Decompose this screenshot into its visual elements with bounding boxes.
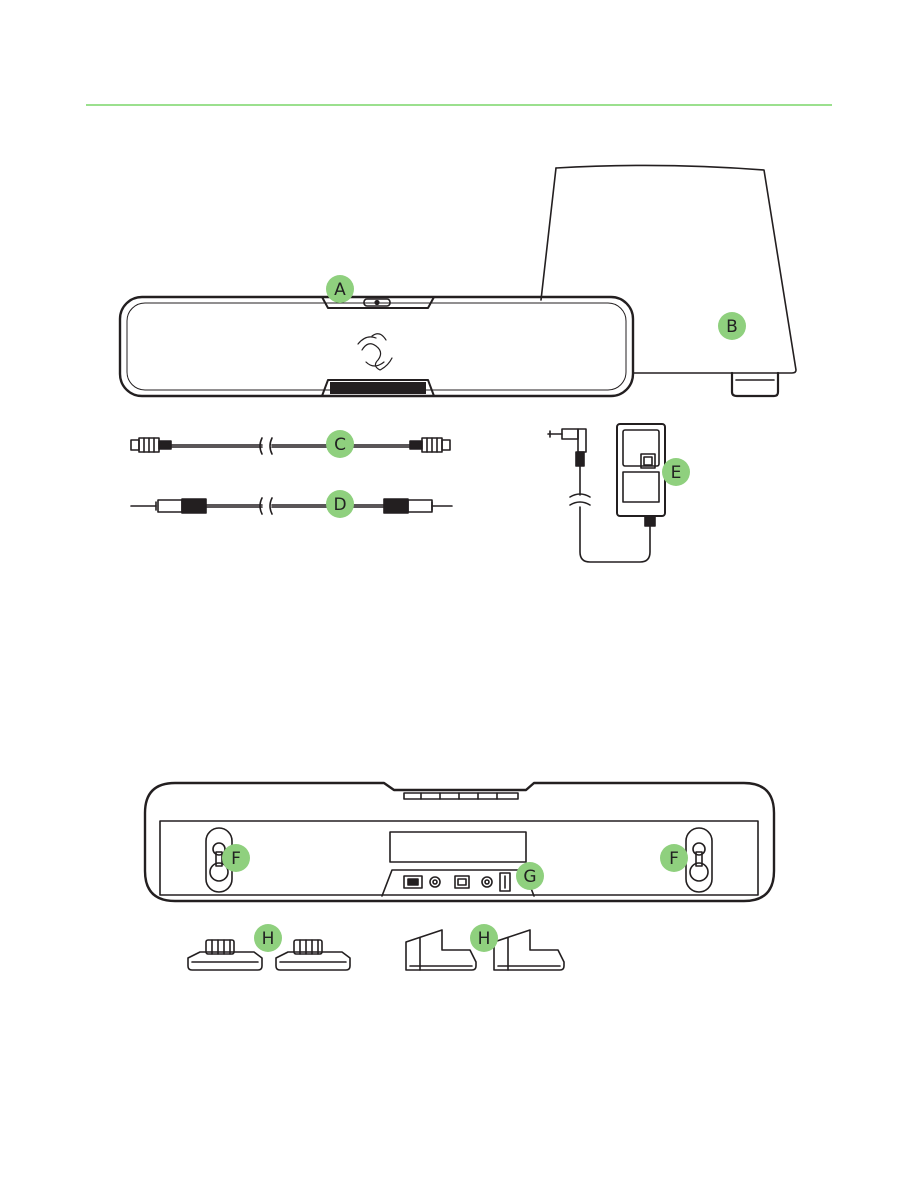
callout-f-right: F [660, 844, 688, 872]
callout-g: G [516, 862, 544, 890]
svg-text:F: F [231, 849, 241, 869]
subwoofer-illustration [541, 165, 796, 396]
callout-e: E [662, 458, 690, 486]
callout-c: C [326, 430, 354, 458]
svg-text:F: F [669, 849, 679, 869]
rubber-feet-illustration [188, 930, 564, 970]
callout-h-right: H [470, 924, 498, 952]
optical-cable-illustration [131, 438, 450, 454]
callout-d: D [326, 490, 354, 518]
svg-text:C: C [334, 435, 346, 455]
soundbar-front-illustration [120, 297, 633, 396]
soundbar-rear-illustration [145, 783, 774, 901]
razer-logo-icon [358, 334, 392, 370]
svg-text:D: D [333, 495, 346, 515]
svg-text:A: A [334, 280, 346, 300]
svg-text:H: H [262, 929, 275, 949]
power-adapter-illustration [548, 424, 665, 562]
svg-text:B: B [726, 317, 738, 337]
callout-h-left: H [254, 924, 282, 952]
callout-b: B [718, 312, 746, 340]
aux-cable-illustration [131, 498, 452, 514]
callout-f-left: F [222, 844, 250, 872]
svg-text:E: E [671, 463, 682, 483]
svg-text:G: G [523, 867, 536, 887]
callout-a: A [326, 275, 354, 303]
svg-text:H: H [478, 929, 491, 949]
